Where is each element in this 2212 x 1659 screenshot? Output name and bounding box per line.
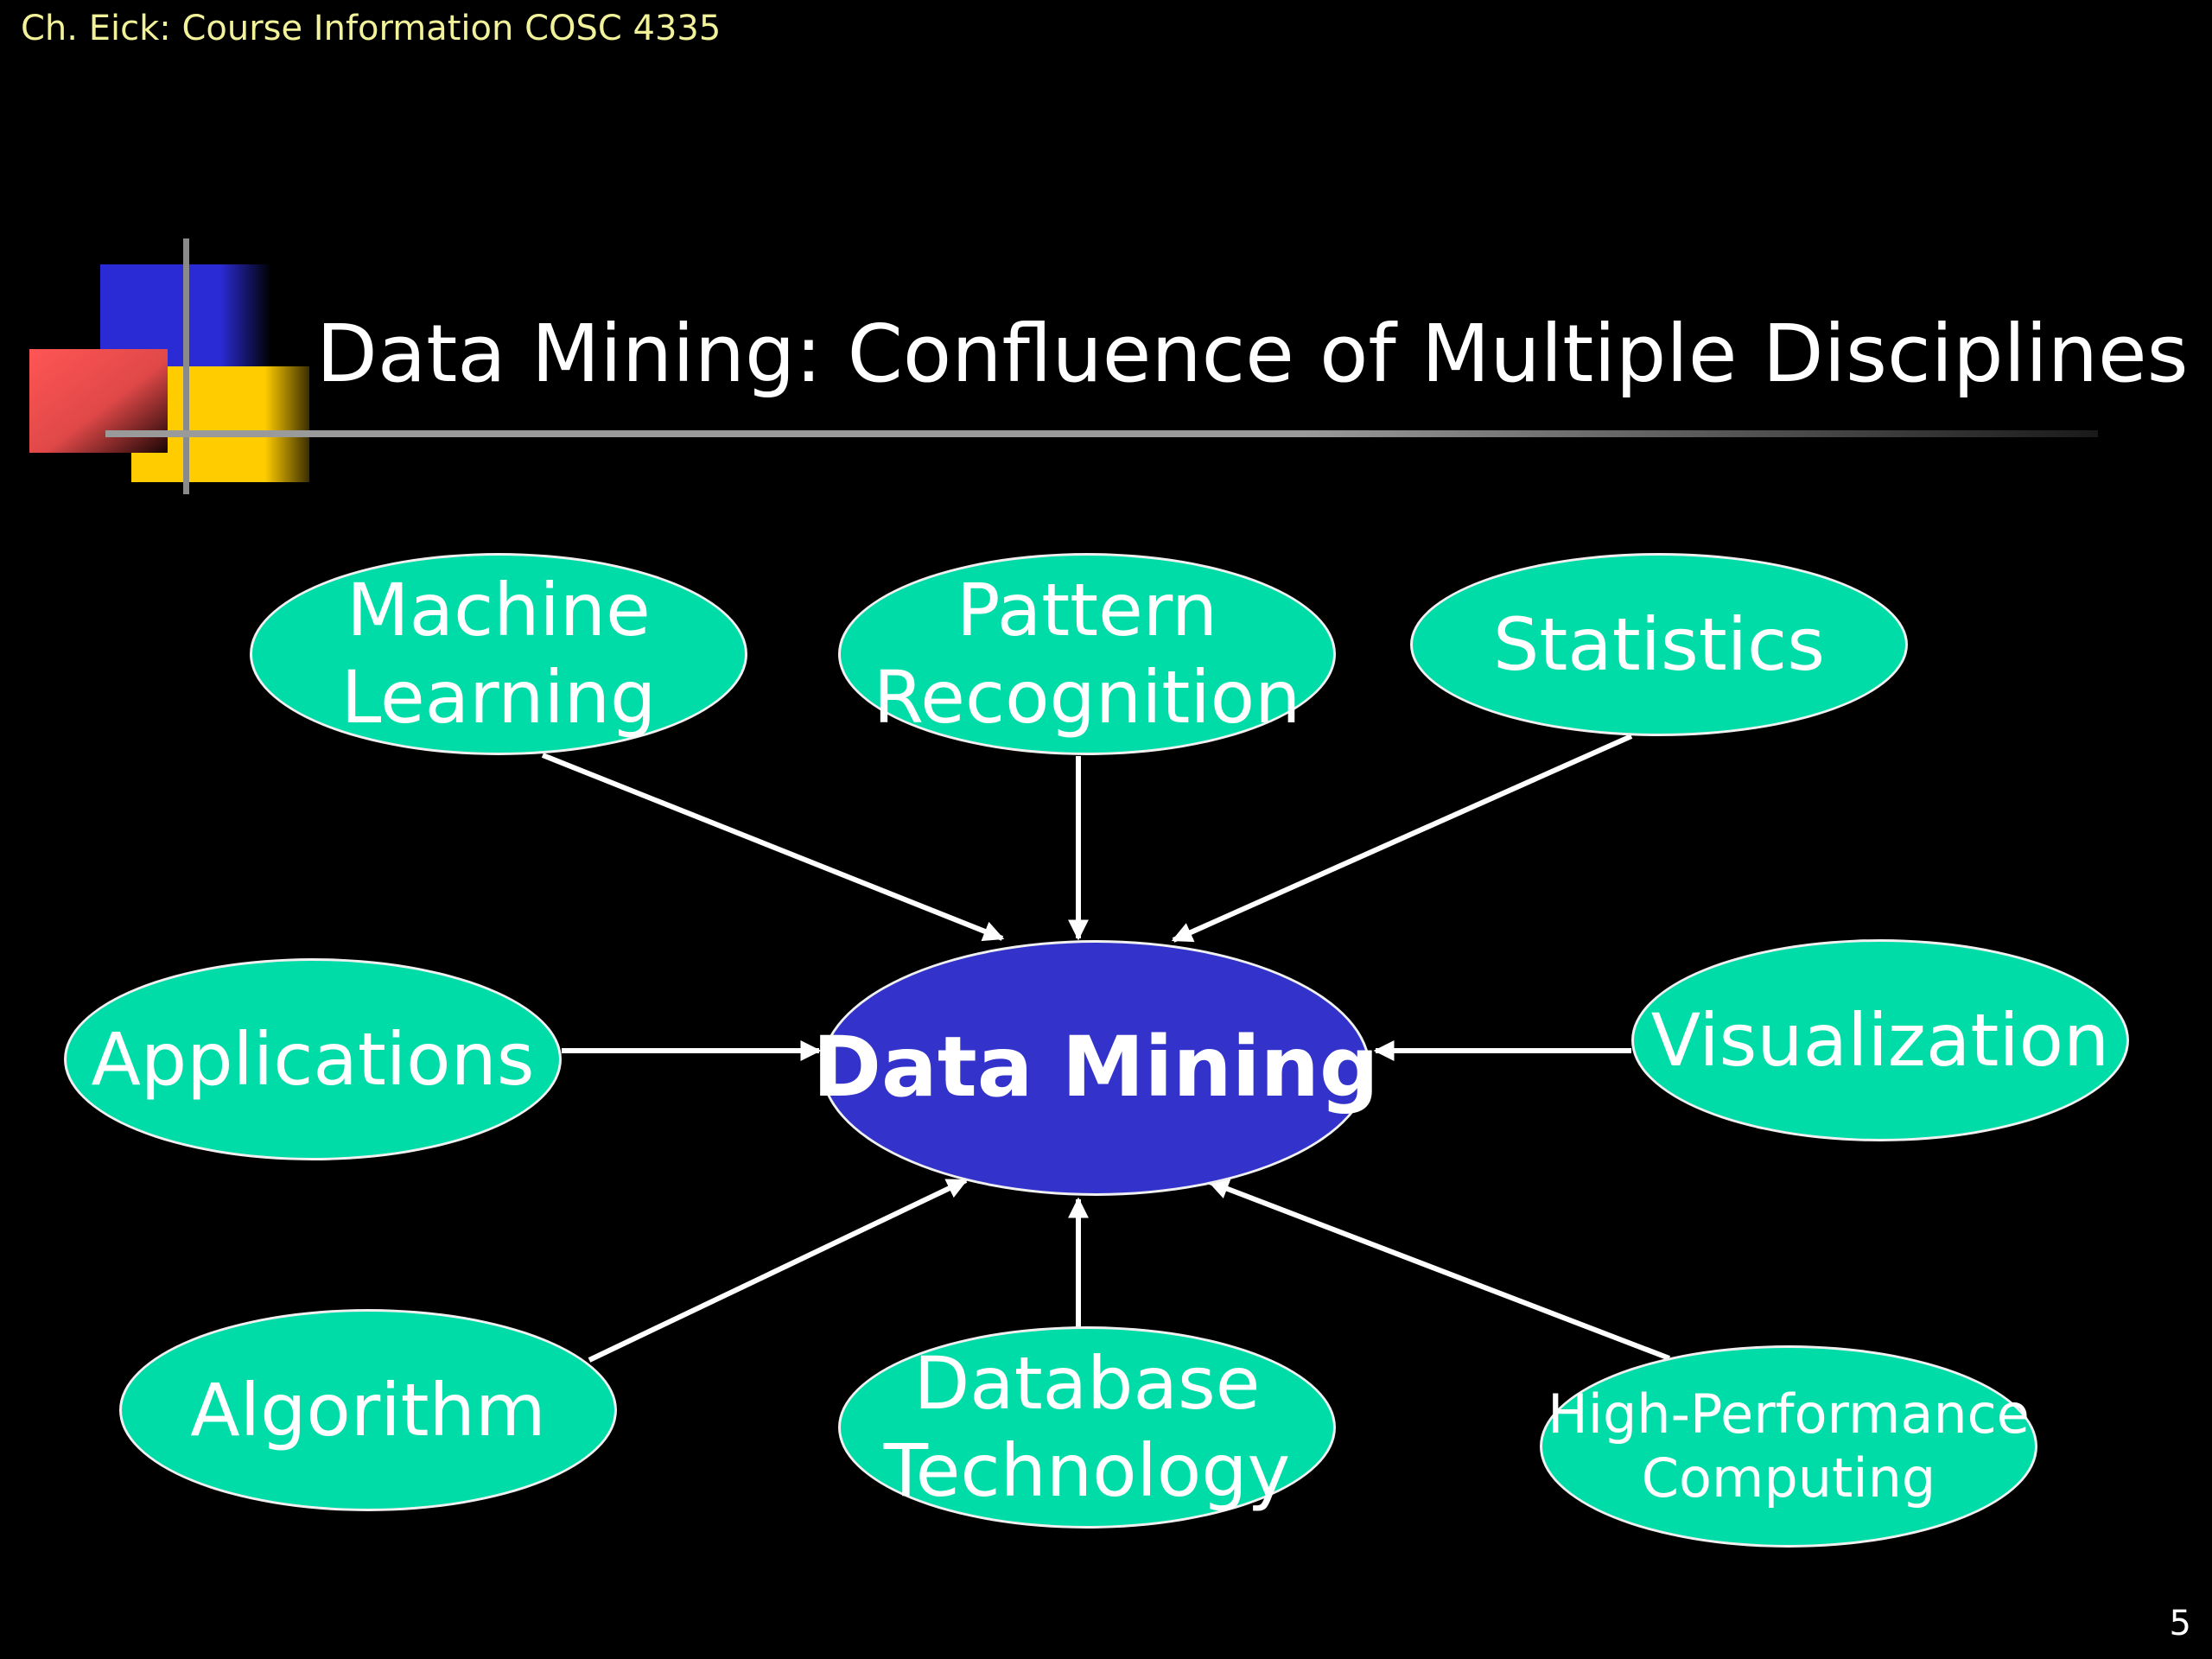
edges [541, 734, 1671, 1363]
node-center-label-1: Data Mining [812, 1019, 1379, 1116]
node-database-technology-label-2: Technology [883, 1428, 1291, 1513]
arrow-high-performance-computing-to-data-mining [1207, 1179, 1671, 1361]
node-applications-label-1: Applications [91, 1016, 535, 1102]
arrow-statistics-to-data-mining [1171, 734, 1633, 943]
node-visualization-label-1: Visualization [1650, 997, 2110, 1083]
node-pattern-recognition-label-2: Recognition [873, 655, 1301, 740]
arrow-algorithm-to-data-mining [588, 1178, 969, 1363]
node-high-performance-computing-label-1: High-Performance [1548, 1382, 2030, 1446]
title-decoration [29, 238, 2098, 494]
node-machine-learning-label-1: Machine [346, 568, 651, 653]
page-number: 5 [2169, 1604, 2191, 1643]
course-header: Ch. Eick: Course Information COSC 4335 [21, 9, 721, 48]
title-underline [105, 430, 2098, 437]
node-algorithm-label-1: Algorithm [190, 1367, 546, 1452]
arrow-machine-learning-to-data-mining [541, 753, 1005, 942]
node-algorithm: Algorithm [119, 1309, 617, 1511]
node-statistics: Statistics [1410, 553, 1908, 736]
vertical-rule [183, 238, 189, 494]
node-high-performance-computing-label-2: Computing [1641, 1446, 1936, 1510]
node-visualization: Visualization [1631, 939, 2129, 1141]
node-statistics-label-1: Statistics [1493, 601, 1825, 687]
node-database-technology-label-1: Database [913, 1341, 1261, 1427]
node-machine-learning-label-2: Learning [340, 655, 657, 740]
node-applications: Applications [64, 958, 562, 1160]
node-center: Data Mining [812, 940, 1379, 1196]
node-pattern-recognition-label-1: Pattern [956, 568, 1218, 653]
slide-title: Data Mining: Confluence of Multiple Disc… [316, 308, 2189, 400]
